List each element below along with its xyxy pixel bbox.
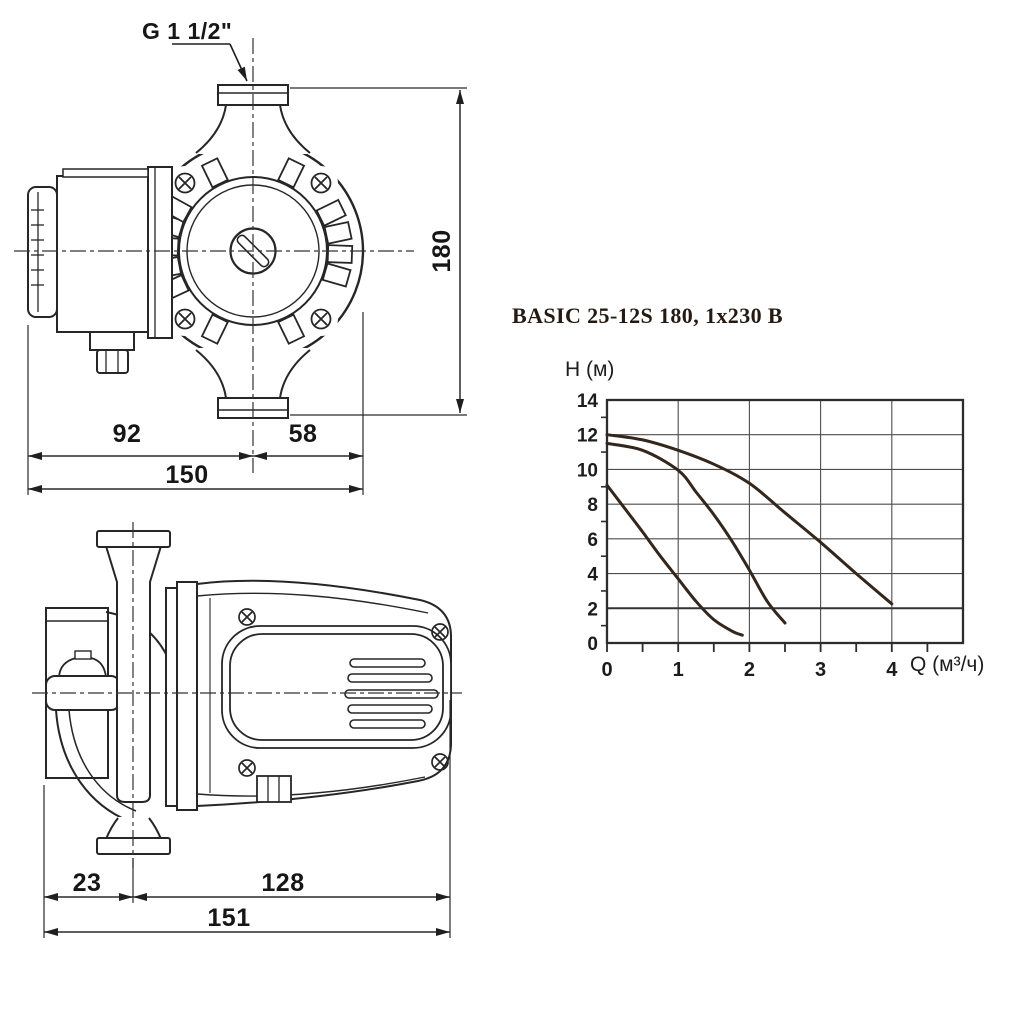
x-tick-label: 2 [744, 659, 755, 681]
y-tick-label: 14 [577, 391, 599, 412]
centerlines-front [14, 38, 414, 473]
dimensions-side [43, 700, 451, 938]
port-leader [172, 43, 248, 82]
dim-180-label: 180 [428, 229, 456, 273]
cable-gland [89, 331, 135, 374]
dim-151-label: 151 [207, 904, 251, 932]
screw-icon [238, 608, 449, 777]
y-tick-label: 10 [577, 460, 598, 481]
y-tick-label: 8 [587, 495, 598, 516]
x-tick-label: 1 [673, 659, 684, 681]
dim-23-label: 23 [72, 869, 102, 897]
y-tick-label: 12 [577, 426, 598, 447]
x-tick-label: 0 [601, 659, 612, 681]
dim-150-label: 150 [165, 461, 209, 489]
motor-vents [31, 209, 44, 286]
vent-slots [344, 658, 439, 729]
y-axis-label: H (м) [565, 358, 615, 381]
dim-58-label: 58 [288, 420, 318, 448]
port-size-label: G 1 1/2" [142, 18, 233, 44]
pump-front-view [14, 38, 467, 495]
motor-front [27, 166, 173, 374]
pump-curve-speed-high [605, 433, 894, 606]
ring-screws [168, 166, 338, 336]
y-tick-label: 2 [587, 599, 598, 620]
x-tick-label: 3 [815, 659, 826, 681]
plot-border [605, 398, 965, 645]
screw-icon [174, 172, 332, 330]
dim-128-label: 128 [261, 869, 305, 897]
dim-92-label: 92 [112, 420, 142, 448]
dimensions-front [27, 87, 467, 495]
pump-curve-speed-low [605, 483, 744, 637]
x-tick-label: 4 [886, 659, 898, 681]
y-tick-label: 4 [587, 565, 598, 586]
chart-title: BASIC 25-12S 180, 1x230 В [512, 303, 783, 328]
pump-side-view [32, 522, 462, 938]
bottom-clamp [256, 775, 292, 803]
y-tick-label: 0 [587, 634, 598, 655]
centerlines-side [32, 522, 462, 868]
y-tick-label: 6 [587, 530, 598, 551]
x-axis-label: Q (м³/ч) [910, 653, 985, 676]
pump-curve-speed-mid [605, 441, 787, 625]
